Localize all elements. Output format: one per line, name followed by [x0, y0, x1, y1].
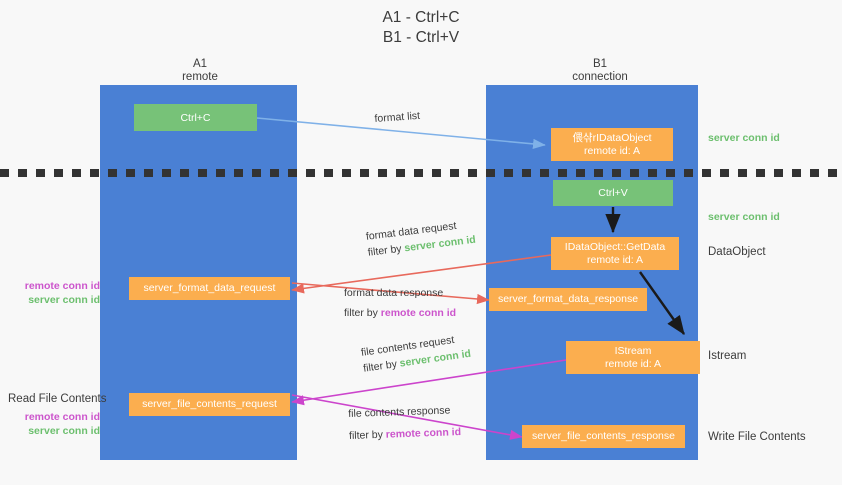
box-istream-line2: remote id: A [604, 357, 662, 370]
label-format-list: format list [374, 109, 421, 125]
label-server-conn-id-top: server conn id [708, 132, 780, 144]
label-istream: Istream [708, 350, 747, 362]
title-line-1: A1 - Ctrl+C [382, 9, 460, 26]
label-file-contents-response-title: file contents response [348, 404, 451, 420]
box-ctrl-c[interactable]: Ctrl+C [134, 104, 257, 131]
label-file-contents-response-filter: filter by remote conn id [348, 426, 462, 442]
label-server-conn-id-2: server conn id [28, 425, 100, 437]
box-istream-line1: IStream [614, 345, 652, 357]
label-conn-ids-file: remote conn id server conn id [5, 410, 100, 438]
box-server-file-contents-request[interactable]: server_file_contents_request [129, 393, 290, 416]
box-idataobject-getdata-line2: remote id: A [586, 253, 644, 266]
label-server-conn-id-mid: server conn id [708, 211, 780, 223]
label-read-file-contents: Read File Contents [8, 393, 107, 405]
box-idataobject-getdata-line1: IDataObject::GetData [564, 241, 666, 253]
label-remote-conn-id-2: remote conn id [24, 411, 100, 423]
box-idataobject-getdata[interactable]: IDataObject::GetData remote id: A [551, 237, 679, 270]
column-a1-role: remote [182, 71, 218, 83]
column-b1-role: connection [572, 71, 628, 83]
label-format-data-response: format data response filter by remote co… [344, 285, 456, 321]
label-format-data-request: format data request filter by server con… [365, 216, 477, 261]
label-file-contents-response: file contents response filter by remote … [348, 402, 461, 444]
box-server-format-data-request[interactable]: server_format_data_request [129, 277, 290, 300]
page-title: A1 - Ctrl+C B1 - Ctrl+V [0, 8, 842, 48]
box-idataobject-copy[interactable]: 偎샦rIDataObject remote id: A [551, 128, 673, 161]
label-format-data-response-filter: filter by remote conn id [344, 307, 457, 319]
column-header-b1: B1 connection [520, 58, 680, 84]
label-write-file-contents: Write File Contents [708, 431, 806, 443]
label-remote-conn-id-1: remote conn id [24, 280, 100, 292]
box-server-format-data-response[interactable]: server_format_data_response [489, 288, 647, 311]
label-dataobject: DataObject [708, 246, 766, 258]
label-server-conn-id-1: server conn id [28, 294, 100, 306]
column-b1-name: B1 [592, 58, 608, 70]
box-ctrl-v[interactable]: Ctrl+V [553, 180, 673, 206]
box-idataobject-copy-line2: remote id: A [583, 144, 641, 157]
label-file-contents-request: file contents request filter by server c… [360, 330, 472, 377]
label-conn-ids-format: remote conn id server conn id [5, 279, 100, 307]
label-format-data-response-title: format data response [344, 287, 444, 299]
box-idataobject-copy-line1: 偎샦rIDataObject [572, 132, 652, 144]
box-server-file-contents-response[interactable]: server_file_contents_response [522, 425, 685, 448]
box-istream[interactable]: IStream remote id: A [566, 341, 700, 374]
column-a1-name: A1 [192, 58, 208, 70]
column-header-a1: A1 remote [120, 58, 280, 84]
title-line-2: B1 - Ctrl+V [382, 29, 460, 46]
